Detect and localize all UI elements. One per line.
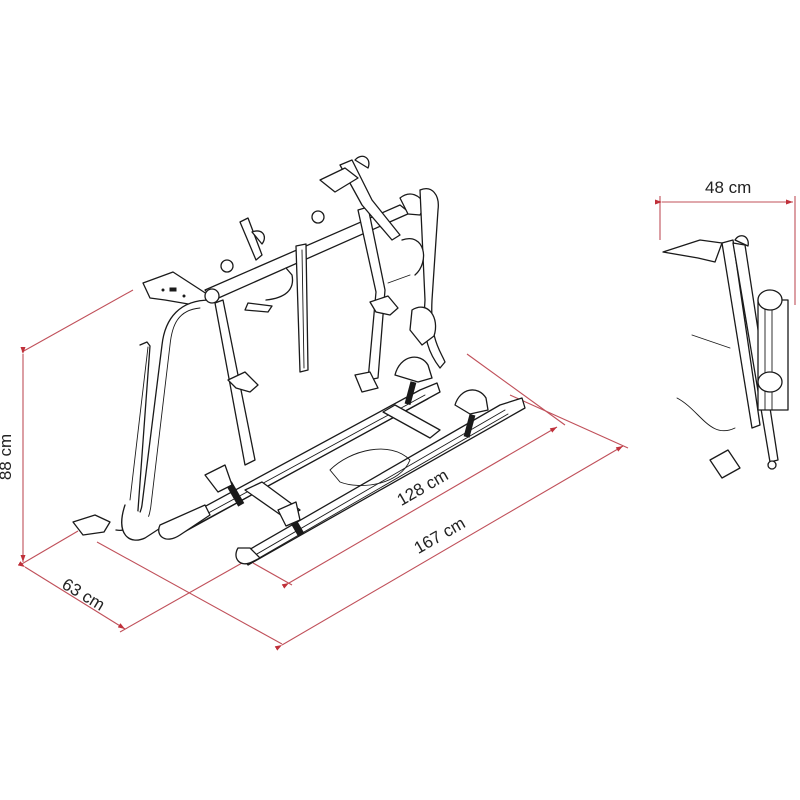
depth-extension-front bbox=[119, 562, 243, 633]
crossbar-left-joint bbox=[204, 288, 220, 304]
right-clamp-plate bbox=[409, 306, 437, 346]
rail-extension-left bbox=[252, 562, 293, 586]
depth-dimension-line bbox=[17, 561, 126, 630]
left-holder-arm bbox=[239, 217, 263, 261]
side-lower-strap bbox=[676, 397, 736, 432]
side-upper-wheel-holder bbox=[757, 289, 783, 311]
height-extension-bottom bbox=[19, 530, 79, 566]
rear-wheel-holder bbox=[394, 356, 433, 383]
right-arm-knob bbox=[354, 155, 370, 169]
rear-rail-bracket bbox=[354, 371, 379, 393]
right-arm-plate bbox=[319, 167, 359, 193]
rear-holder-strap bbox=[404, 381, 417, 406]
side-lower-wheel-holder bbox=[757, 371, 783, 393]
rear-rail-end-cap bbox=[158, 504, 211, 540]
left-arm-knob-base bbox=[220, 259, 234, 273]
side-mount-plate bbox=[662, 239, 723, 263]
left-arm-strap bbox=[265, 267, 294, 301]
rear-rail-clamp bbox=[204, 464, 233, 493]
rail-center-support bbox=[329, 448, 411, 486]
side-depth-label: 48 cm bbox=[705, 178, 752, 197]
front-rail-end-cap bbox=[235, 547, 261, 565]
main-isometric-view bbox=[72, 155, 526, 566]
left-arm-knob bbox=[251, 230, 266, 245]
side-main-tube bbox=[721, 239, 761, 429]
mount-plate-slot bbox=[169, 287, 177, 292]
side-upper-strap bbox=[691, 334, 731, 349]
side-foot-pin bbox=[767, 460, 777, 470]
rail-crossbar-right bbox=[382, 404, 441, 439]
width-extension-left bbox=[96, 541, 283, 645]
total-width-dimension-line bbox=[274, 445, 624, 651]
center-hanging-strap bbox=[295, 243, 309, 373]
width-extension-right bbox=[509, 394, 629, 449]
right-arm-knob-base bbox=[311, 210, 325, 224]
left-strap-buckle bbox=[244, 302, 273, 313]
side-foot bbox=[709, 449, 741, 479]
rail-extension-right bbox=[466, 353, 566, 426]
front-holder-strap bbox=[463, 413, 476, 438]
side-profile-view bbox=[662, 235, 789, 479]
front-wheel-holder bbox=[454, 389, 489, 415]
right-support-cradle bbox=[369, 295, 399, 316]
left-lower-bend bbox=[121, 504, 166, 541]
front-rail-clamp bbox=[277, 501, 301, 527]
side-rail-block bbox=[757, 299, 789, 411]
left-foot bbox=[72, 514, 111, 536]
middle-support-cradle bbox=[227, 371, 259, 393]
side-top-knob bbox=[734, 235, 749, 247]
right-arm-strap bbox=[401, 238, 425, 276]
height-extension-top bbox=[21, 289, 134, 353]
height-label: 88 cm bbox=[0, 433, 16, 481]
dimension-lines bbox=[17, 196, 796, 651]
